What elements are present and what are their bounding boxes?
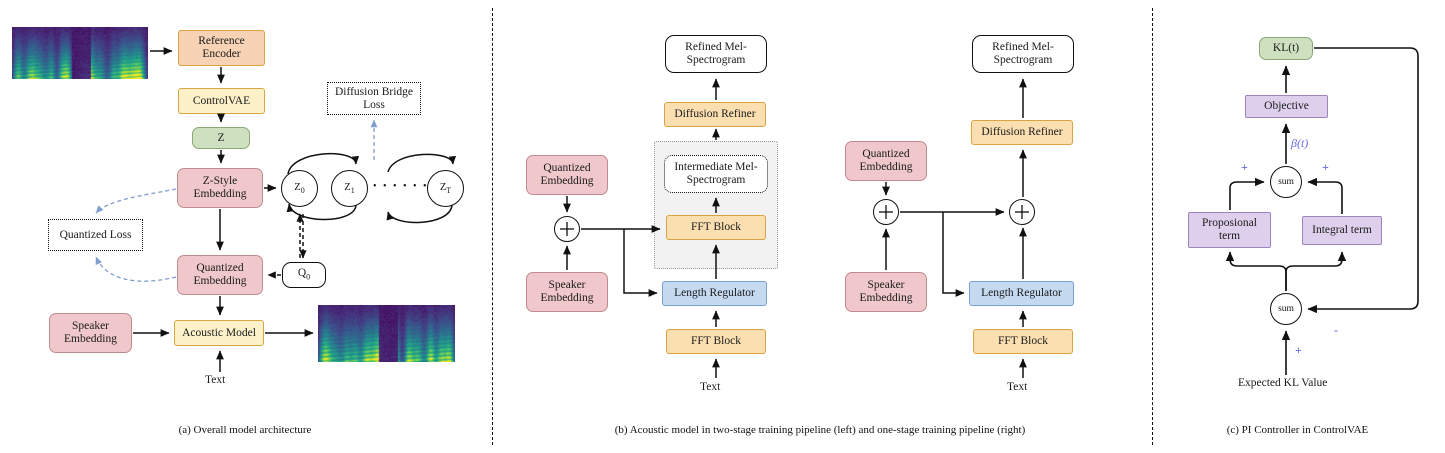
z1-label: Z1 <box>344 181 355 196</box>
reference-encoder-box[interactable]: Reference Encoder <box>178 30 265 66</box>
sum-node-lower[interactable]: sum <box>1270 293 1302 325</box>
speaker-embedding-label-left: Speaker Embedding <box>540 279 594 304</box>
speaker-embedding-label: Speaker Embedding <box>63 320 118 345</box>
panel-b-connectors <box>560 78 1029 378</box>
panel-a-connectors <box>95 47 457 372</box>
refined-mel-spectrogram-box-left[interactable]: Refined Mel-Spectrogram <box>665 35 767 73</box>
refined-mel-label-right: Refined Mel-Spectrogram <box>992 41 1054 66</box>
acoustic-model-label: Acoustic Model <box>182 326 256 339</box>
z-label: Z <box>217 131 225 144</box>
adder-operator-left[interactable] <box>554 216 580 242</box>
quantized-embedding-label-left: Quantized Embedding <box>540 162 594 187</box>
plus-sign-left: + <box>1241 160 1248 174</box>
quantized-loss-box[interactable]: Quantized Loss <box>48 219 143 251</box>
diffusion-bridge-loss-label: Diffusion Bridge Loss <box>334 85 414 111</box>
quantized-embedding-label-right: Quantized Embedding <box>859 148 913 173</box>
panel-c-connectors <box>1225 47 1419 375</box>
integral-term-label: Integral term <box>1312 224 1372 237</box>
minus-sign-feedback: - <box>1334 323 1338 337</box>
proposional-term-box[interactable]: Proposional term <box>1188 212 1271 248</box>
diffusion-refiner-label-right: Diffusion Refiner <box>981 126 1063 139</box>
text-input-label-b-right: Text <box>1007 381 1028 393</box>
zt-label: ZT <box>439 181 452 196</box>
length-regulator-label-left: Length Regulator <box>674 287 755 300</box>
refined-mel-label-left: Refined Mel-Spectrogram <box>685 41 747 66</box>
objective-label: Objective <box>1264 100 1309 113</box>
panel-pi-controller: KL(t) Objective sum Proposional term Int… <box>1150 0 1445 453</box>
z0-label: Z0 <box>294 181 305 196</box>
fft-block-lower-box-right[interactable]: FFT Block <box>973 329 1073 354</box>
acoustic-model-box[interactable]: Acoustic Model <box>174 320 264 346</box>
input-mel-spectrogram-image <box>12 27 148 79</box>
panel-overall-model-architecture: Reference Encoder ControlVAE Z Z-Style E… <box>0 0 490 453</box>
fft-block-lower-box-left[interactable]: FFT Block <box>666 329 766 354</box>
reference-encoder-label: Reference Encoder <box>198 35 245 60</box>
fft-block-lower-label-left: FFT Block <box>691 335 741 348</box>
quantized-loss-label: Quantized Loss <box>59 228 132 241</box>
length-regulator-box-left[interactable]: Length Regulator <box>662 281 767 306</box>
kl-t-box[interactable]: KL(t) <box>1259 37 1313 60</box>
expected-kl-value-label: Expected KL Value <box>1238 377 1328 389</box>
caption-panel-c: (c) PI Controller in ControlVAE <box>1226 424 1369 436</box>
diffusion-refiner-box-right[interactable]: Diffusion Refiner <box>971 120 1073 145</box>
diffusion-refiner-box-left[interactable]: Diffusion Refiner <box>664 102 766 127</box>
diffusion-refiner-label-left: Diffusion Refiner <box>674 108 756 121</box>
panel-divider-left <box>492 8 493 445</box>
z-style-embedding-box[interactable]: Z-Style Embedding <box>177 168 263 208</box>
plus-sign-right: + <box>1322 160 1329 174</box>
controlvae-label: ControlVAE <box>192 94 251 107</box>
z-style-embedding-label: Z-Style Embedding <box>193 175 247 200</box>
q0-label: Q0 <box>297 267 311 282</box>
refined-mel-spectrogram-box-right[interactable]: Refined Mel-Spectrogram <box>972 35 1074 73</box>
diffusion-state-zt[interactable]: ZT <box>427 170 464 207</box>
quantized-embedding-box-left[interactable]: Quantized Embedding <box>526 155 608 195</box>
quantized-embedding-box[interactable]: Quantized Embedding <box>177 255 263 295</box>
speaker-embedding-box[interactable]: Speaker Embedding <box>49 313 132 353</box>
diffusion-bridge-loss-box[interactable]: Diffusion Bridge Loss <box>327 82 421 115</box>
intermediate-mel-label: Intermediate Mel-Spectrogram <box>674 161 758 186</box>
fft-block-upper-label-left: FFT Block <box>691 221 741 234</box>
output-mel-spectrogram-image <box>318 305 455 362</box>
panel-acoustic-model-pipelines: Refined Mel-Spectrogram Diffusion Refine… <box>490 0 1150 453</box>
sum-lower-label: sum <box>1278 304 1294 314</box>
diffusion-state-z1[interactable]: Z1 <box>331 170 368 207</box>
caption-panel-a: (a) Overall model architecture <box>178 424 312 436</box>
beta-t-label: β(t) <box>1291 136 1309 150</box>
kl-t-label: KL(t) <box>1272 42 1300 55</box>
quantized-embedding-label: Quantized Embedding <box>193 262 247 287</box>
caption-panel-b: (b) Acoustic model in two-stage training… <box>614 424 1026 436</box>
speaker-embedding-box-left[interactable]: Speaker Embedding <box>526 272 608 312</box>
integral-term-box[interactable]: Integral term <box>1302 216 1382 245</box>
controlvae-box[interactable]: ControlVAE <box>178 88 265 114</box>
text-input-label-b-left: Text <box>700 381 721 393</box>
diffusion-state-z0[interactable]: Z0 <box>281 170 318 207</box>
length-regulator-label-right: Length Regulator <box>981 287 1062 300</box>
text-input-label-a: Text <box>205 374 226 386</box>
speaker-embedding-box-right[interactable]: Speaker Embedding <box>845 272 927 312</box>
z-box[interactable]: Z <box>192 127 250 149</box>
fft-block-lower-label-right: FFT Block <box>998 335 1048 348</box>
intermediate-mel-spectrogram-box[interactable]: Intermediate Mel-Spectrogram <box>664 155 768 193</box>
speaker-embedding-label-right: Speaker Embedding <box>859 279 913 304</box>
length-regulator-box-right[interactable]: Length Regulator <box>969 281 1074 306</box>
sum-upper-label: sum <box>1278 177 1294 187</box>
q0-box[interactable]: Q0 <box>282 262 326 288</box>
sum-node-upper[interactable]: sum <box>1270 166 1302 198</box>
diffusion-chain-ellipsis: • • • • • • <box>373 181 429 192</box>
proposional-term-label: Proposional term <box>1202 217 1257 242</box>
panel-divider-right <box>1152 8 1153 445</box>
objective-box[interactable]: Objective <box>1245 95 1328 118</box>
plus-sign-bottom: + <box>1295 343 1302 357</box>
quantized-embedding-box-right[interactable]: Quantized Embedding <box>845 141 927 181</box>
fft-block-upper-box-left[interactable]: FFT Block <box>666 215 766 240</box>
